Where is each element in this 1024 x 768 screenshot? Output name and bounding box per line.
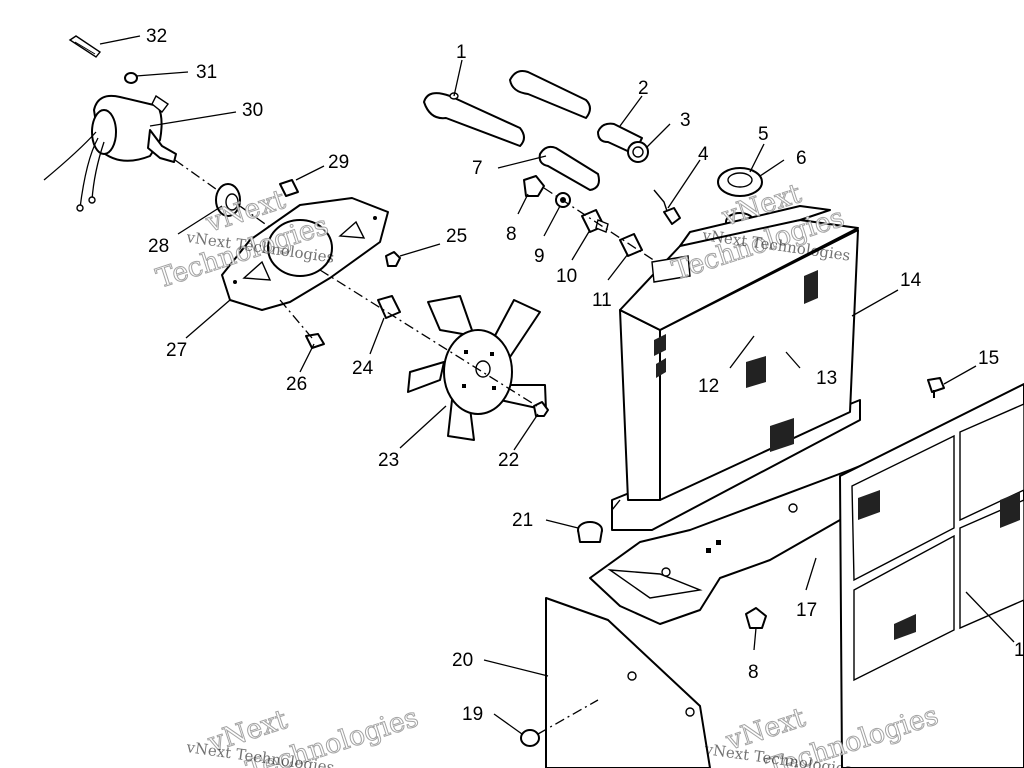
screw-15: [927, 377, 945, 398]
spacer-24: [377, 295, 401, 319]
callout-20: 20: [452, 650, 473, 671]
fan-motor-30: [43, 94, 177, 212]
fitting-4: [653, 189, 681, 225]
fan-blade-23: [407, 295, 547, 441]
nut-8: [523, 175, 545, 197]
callout-labels: 32 31 30 29 28 25 27 26 24 23 22 1 2 3 4…: [146, 26, 1024, 725]
bolt-32: [68, 35, 102, 58]
callout-11: 11: [592, 290, 612, 311]
grommet-21: [577, 521, 603, 543]
callout-10: 10: [556, 266, 577, 287]
callout-28: 28: [148, 236, 169, 257]
callout-12: 12: [698, 376, 719, 397]
callout-24: 24: [352, 358, 374, 379]
clamp-3: [627, 141, 649, 163]
cap-6: [717, 167, 763, 197]
callout-31: 31: [196, 62, 217, 83]
washer-31: [124, 72, 138, 84]
callout-8-upper: 8: [506, 224, 517, 245]
callout-13: 13: [816, 368, 837, 389]
callout-14: 14: [900, 270, 922, 291]
nut-22: [533, 401, 549, 417]
callout-3: 3: [680, 110, 691, 131]
leader-lines: [99, 35, 1015, 735]
panel-20: [545, 597, 711, 768]
callout-25: 25: [446, 226, 467, 247]
nut-8-lower: [745, 607, 767, 629]
screw-26: [305, 333, 325, 349]
mounting-plate-27: [221, 197, 389, 311]
callout-15: 15: [978, 348, 999, 369]
callout-16: 1: [1014, 640, 1024, 661]
callout-21: 21: [512, 510, 533, 531]
callout-6: 6: [796, 148, 807, 169]
callout-17: 17: [796, 600, 817, 621]
washer-19: [520, 729, 540, 747]
radiator-14: [611, 205, 861, 531]
grille-panel-16: [839, 383, 1024, 768]
callout-29: 29: [328, 152, 349, 173]
hose-1: [423, 92, 525, 147]
hose-upper: [509, 70, 591, 119]
callout-26: 26: [286, 374, 307, 395]
watermark-bottom-left: vNext Technologies vNext Technologies: [184, 701, 422, 768]
callout-27: 27: [166, 340, 187, 361]
pulley-28: [215, 183, 241, 217]
callout-4: 4: [698, 144, 709, 165]
hose-7: [538, 145, 600, 191]
spacer-29: [279, 179, 299, 197]
callout-23: 23: [378, 450, 399, 471]
callout-22: 22: [498, 450, 519, 471]
callout-2: 2: [638, 78, 649, 99]
callout-9: 9: [534, 246, 545, 267]
callout-19: 19: [462, 704, 483, 725]
callout-1: 1: [456, 42, 467, 63]
callout-8-lower: 8: [748, 662, 759, 683]
callout-5: 5: [758, 124, 769, 145]
nut-25: [385, 251, 401, 267]
callout-7: 7: [472, 158, 483, 179]
callout-30: 30: [242, 100, 263, 121]
callout-32: 32: [146, 26, 167, 47]
